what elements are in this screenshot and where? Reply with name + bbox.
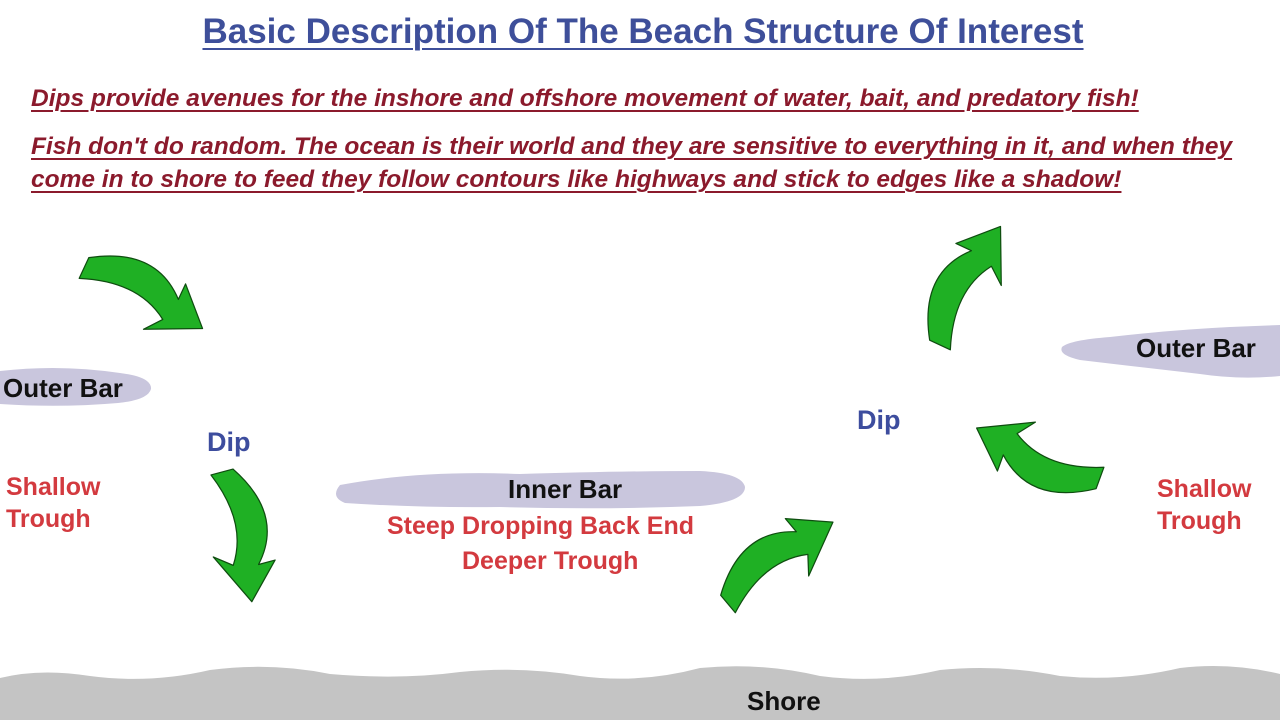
steep-back-end-label: Steep Dropping Back End xyxy=(387,512,694,540)
shallow-trough-left-label: Shallow Trough xyxy=(6,471,100,535)
outer-bar-right-label: Outer Bar xyxy=(1136,333,1256,363)
shallow-left-text: Shallow xyxy=(6,473,101,501)
curved-arrow-icon xyxy=(911,210,1025,359)
shore-strip xyxy=(0,666,1280,720)
trough-left-text: Trough xyxy=(6,505,91,533)
note-fish-behavior: Fish don't do random. The ocean is their… xyxy=(31,133,1233,193)
curved-arrow-icon xyxy=(192,463,287,609)
outer-bar-left-shape xyxy=(0,367,152,406)
page-title: Basic Description Of The Beach Structure… xyxy=(202,12,1084,51)
dip-left-label: Dip xyxy=(207,427,251,457)
outer-bar-left-label: Outer Bar xyxy=(3,373,123,403)
inner-bar-shape xyxy=(336,471,745,509)
dip-right-label: Dip xyxy=(857,405,901,435)
curved-arrow-icon xyxy=(70,239,219,353)
inner-bar-label: Inner Bar xyxy=(508,474,623,504)
shallow-trough-right-label: Shallow Trough xyxy=(1157,473,1251,537)
shore-label: Shore xyxy=(747,686,821,716)
outer-bar-right-shape xyxy=(1061,325,1280,378)
deeper-trough-label: Deeper Trough xyxy=(462,547,639,575)
curved-arrow-icon xyxy=(707,494,851,628)
curved-arrow-icon xyxy=(964,403,1112,508)
shallow-right-text: Shallow xyxy=(1157,475,1252,503)
note-dips: Dips provide avenues for the inshore and… xyxy=(31,85,1139,112)
trough-right-text: Trough xyxy=(1157,507,1242,535)
